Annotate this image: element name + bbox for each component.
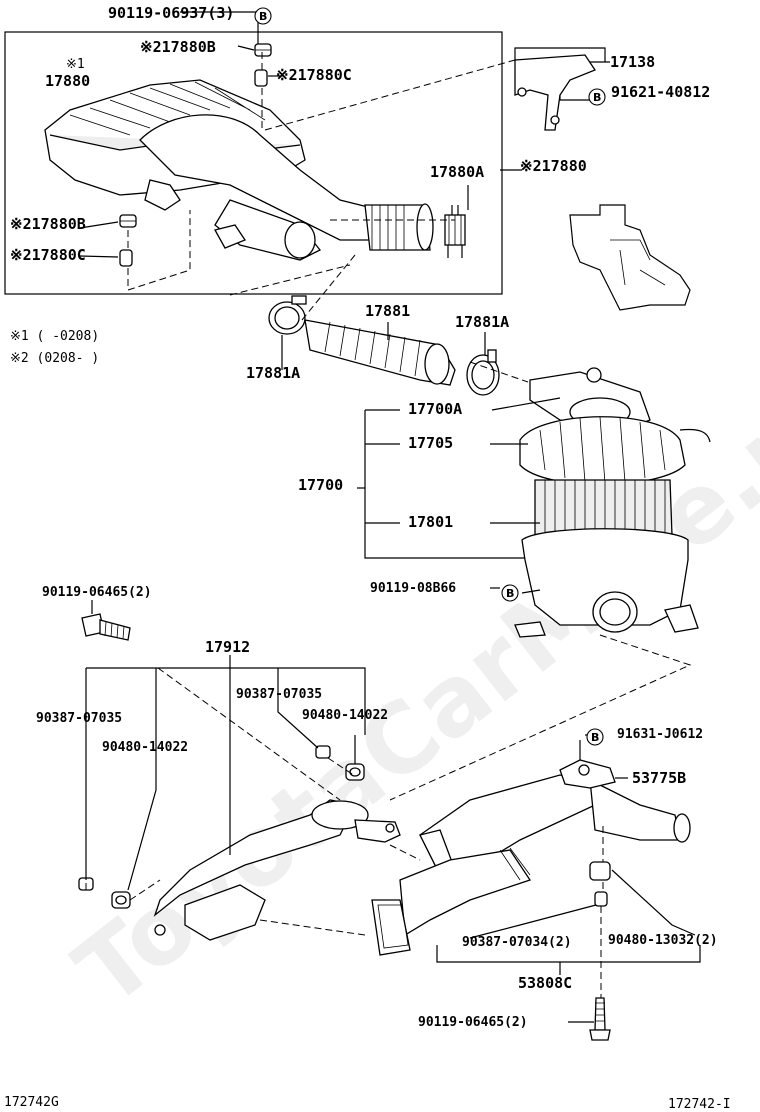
label-17881A-left: 17881A xyxy=(246,364,300,382)
label-90480-14022-left: 90480-14022 xyxy=(102,740,188,755)
label-91621-40812: 91621-40812 xyxy=(611,83,710,101)
clamp-17881A-right xyxy=(466,349,500,396)
label-91631-J0612: 91631-J0612 xyxy=(617,727,703,742)
label-17700: 17700 xyxy=(298,476,343,494)
label-53808C: 53808C xyxy=(518,974,572,992)
resonator-17880 xyxy=(44,79,434,261)
callout-b-text: B xyxy=(259,10,267,23)
grommet-17880B-left xyxy=(119,214,137,228)
label-90119-08B66: 90119-08B66 xyxy=(370,581,456,596)
grommet-17880B-top xyxy=(254,43,272,57)
label-17138: 17138 xyxy=(610,53,655,71)
label-17880C-left: ※217880C xyxy=(10,246,86,264)
collar-90387-07035-right xyxy=(315,745,331,759)
grommet-90480-14022-right xyxy=(345,763,365,781)
label-17700A: 17700A xyxy=(408,400,462,418)
label-17881: 17881 xyxy=(365,302,410,320)
leader-lines xyxy=(79,11,701,1023)
label-90387-07034: 90387-07034(2) xyxy=(462,935,572,950)
bracket-17138 xyxy=(514,54,596,131)
label-53775B: 53775B xyxy=(632,769,686,787)
upper-group-box xyxy=(4,31,503,295)
callout-b-icon xyxy=(501,584,519,602)
clip-17880A xyxy=(444,205,466,258)
label-90480-13032: 90480-13032(2) xyxy=(608,933,718,948)
body-panel xyxy=(569,204,691,311)
collar-90387-07034 xyxy=(594,891,608,907)
footer-code-left: 172742G xyxy=(4,1095,59,1110)
bolt-90119-06465-upper xyxy=(81,613,131,641)
footer-code-right: 172742-I xyxy=(668,1097,731,1112)
label-90119-06465-lower: 90119-06465(2) xyxy=(418,1015,528,1030)
hose-17881 xyxy=(304,319,456,386)
callout-b-icon xyxy=(254,7,272,25)
label-90387-07035-left: 90387-07035 xyxy=(36,711,122,726)
grommet-90480-13032 xyxy=(589,861,611,881)
label-90119-06465-upper: 90119-06465(2) xyxy=(42,585,152,600)
label-17880-star2: ※217880 xyxy=(520,157,587,175)
label-17880B-top: ※217880B xyxy=(140,38,216,56)
label-17880B-left: ※217880B xyxy=(10,215,86,233)
air-cleaner-17700 xyxy=(514,367,711,638)
clamp-17881A-left xyxy=(268,295,307,335)
label-17880-star1: ※1 xyxy=(66,57,85,72)
label-17880C-top: ※217880C xyxy=(276,66,352,84)
label-90480-14022-right: 90480-14022 xyxy=(302,708,388,723)
legend-note-1: ※1 ( -0208) xyxy=(10,329,99,344)
callout-b-text: B xyxy=(506,587,514,600)
collar-17880C-top xyxy=(254,69,268,87)
collar-17880C-left xyxy=(119,249,133,267)
dashed-lines xyxy=(85,52,692,998)
label-17705: 17705 xyxy=(408,434,453,452)
label-17880A: 17880A xyxy=(430,163,484,181)
grommet-90480-14022-left xyxy=(111,891,131,909)
callout-b-text: B xyxy=(593,91,601,104)
inlet-duct-17912 xyxy=(153,799,401,941)
label-17881A-right: 17881A xyxy=(455,313,509,331)
callout-b-icon xyxy=(588,88,606,106)
label-90119-06937: 90119-06937(3) xyxy=(108,4,234,22)
bracket-53775B xyxy=(559,759,616,789)
callout-b-icon xyxy=(586,728,604,746)
label-90387-07035-right: 90387-07035 xyxy=(236,687,322,702)
label-17880: 17880 xyxy=(45,72,90,90)
callout-b-text: B xyxy=(591,731,599,744)
label-17801: 17801 xyxy=(408,513,453,531)
legend-note-2: ※2 (0208- ) xyxy=(10,351,99,366)
bolt-90119-06465-lower xyxy=(589,997,611,1041)
label-17912: 17912 xyxy=(205,638,250,656)
duct-53808C xyxy=(371,774,691,956)
